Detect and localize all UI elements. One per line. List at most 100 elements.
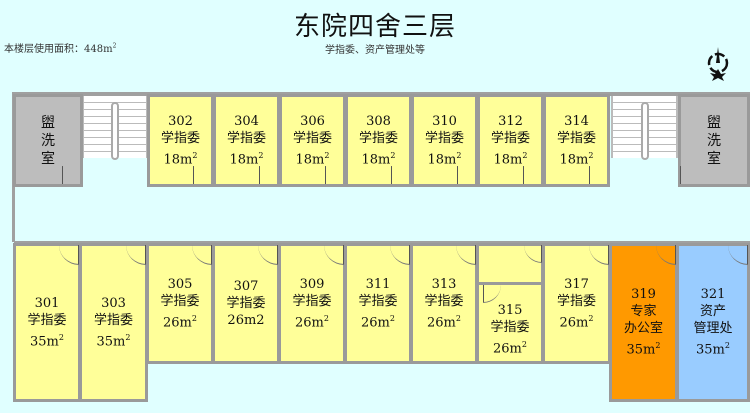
room-label-line: 315 bbox=[497, 303, 523, 319]
room-label-line: 309 bbox=[299, 276, 325, 292]
room-label-line: 35m2 bbox=[30, 332, 64, 350]
room-label-line: 洗 bbox=[41, 132, 55, 149]
superscript: 2 bbox=[389, 313, 395, 323]
room-label-line: 学指委 bbox=[490, 320, 530, 336]
room-label-line: 26m2 bbox=[295, 313, 329, 331]
room-label-line: 307 bbox=[233, 279, 259, 294]
room-label-line: 学指委 bbox=[424, 130, 464, 146]
room-label-line: 317 bbox=[564, 276, 589, 292]
door-icon bbox=[391, 166, 409, 184]
room-label-line: 310 bbox=[432, 113, 457, 129]
room-label-line: 盥 bbox=[41, 114, 55, 131]
floor-area-sup: 2 bbox=[112, 42, 117, 50]
room-label-line: 35m2 bbox=[696, 341, 730, 358]
superscript: 2 bbox=[724, 341, 730, 351]
superscript: 2 bbox=[521, 340, 527, 350]
room-label-line: 18m2 bbox=[559, 150, 594, 168]
superscript: 2 bbox=[655, 341, 661, 351]
room-label-line: 26m2 bbox=[163, 313, 197, 331]
room-label-line: 学指委 bbox=[424, 293, 464, 309]
north-arrow-icon bbox=[707, 47, 729, 81]
superscript: 2 bbox=[455, 313, 461, 323]
page-subtitle: 学指委、资产管理处等 bbox=[325, 45, 425, 56]
door-icon bbox=[589, 166, 607, 184]
superscript: 2 bbox=[456, 150, 462, 160]
right-staircase bbox=[611, 96, 678, 160]
room-label-line: 学指委 bbox=[358, 293, 398, 309]
superscript: 2 bbox=[522, 150, 528, 160]
room-label-line: 洗 bbox=[707, 132, 721, 149]
door-icon bbox=[523, 166, 541, 184]
room-label-line: 26m2 bbox=[361, 313, 395, 331]
superscript: 2 bbox=[58, 332, 64, 342]
room-label-line: 学指委 bbox=[292, 130, 332, 146]
room-label-line: 学指委 bbox=[27, 312, 67, 328]
room-label-line: 学指委 bbox=[490, 130, 530, 146]
room-label-line: 管理处 bbox=[693, 321, 733, 337]
room-label-line: 35m2 bbox=[626, 341, 661, 358]
room-label-line: 26m2 bbox=[493, 340, 527, 357]
superscript: 2 bbox=[390, 150, 396, 160]
room-label-line: 学指委 bbox=[160, 293, 200, 309]
room-label-line: 学指委 bbox=[556, 130, 596, 146]
room-label-line: 312 bbox=[498, 113, 523, 129]
superscript: 2 bbox=[191, 313, 197, 323]
room-label-line: 资产 bbox=[699, 304, 726, 320]
room-label-line: 18m2 bbox=[427, 150, 462, 168]
superscript: 2 bbox=[323, 313, 329, 323]
page-title: 东院四舍三层 bbox=[293, 12, 456, 42]
door-icon bbox=[325, 166, 343, 184]
floor-area-text: 本楼层使用面积：448m bbox=[4, 44, 113, 55]
room-label-line: 306 bbox=[300, 113, 325, 129]
room-label-line: 303 bbox=[101, 295, 126, 311]
room-label-line: 学指委 bbox=[556, 293, 596, 309]
room-label-line: 319 bbox=[631, 287, 656, 303]
room-label-line: 学指委 bbox=[226, 296, 266, 311]
room-label-line: 学指委 bbox=[226, 130, 266, 146]
room-label-line: 学指委 bbox=[93, 312, 133, 328]
door-icon bbox=[259, 166, 277, 184]
room-label-line: 学指委 bbox=[358, 130, 398, 146]
superscript: 2 bbox=[258, 150, 264, 160]
left-staircase bbox=[82, 96, 148, 160]
room-label-line: 302 bbox=[168, 113, 193, 129]
superscript: 2 bbox=[125, 332, 131, 342]
room-307: 307 学指委 26m2 bbox=[212, 243, 280, 364]
room-label-line: 学指委 bbox=[160, 130, 200, 146]
room-label-line: 18m2 bbox=[493, 150, 528, 168]
room-label-line: 308 bbox=[366, 113, 391, 129]
room-label-line: 室 bbox=[41, 150, 55, 167]
room-label-line: 盥 bbox=[707, 114, 721, 131]
room-label-line: 18m2 bbox=[361, 150, 396, 168]
door-icon bbox=[193, 166, 211, 184]
room-label-line: 305 bbox=[167, 276, 193, 292]
room-label-line: 办公室 bbox=[623, 321, 663, 337]
room-label-line: 301 bbox=[34, 295, 60, 311]
room-label-line: 35m2 bbox=[96, 332, 131, 350]
room-label-line: 313 bbox=[431, 276, 457, 292]
floor-area-label: 本楼层使用面积：448m2 bbox=[4, 40, 116, 55]
room-label-line: 学指委 bbox=[292, 293, 332, 309]
room-label-line: 304 bbox=[234, 113, 259, 129]
room-label-line: 专家 bbox=[630, 304, 657, 320]
room-label-line: 18m2 bbox=[295, 150, 330, 168]
room-label-line: 311 bbox=[365, 276, 391, 292]
room-label-line: 18m2 bbox=[229, 150, 264, 168]
room-label-line: 26m2 bbox=[559, 313, 594, 331]
door-icon bbox=[62, 166, 80, 184]
room-label-line: 26m2 bbox=[427, 313, 461, 331]
door-icon bbox=[457, 166, 475, 184]
room-label-line: 314 bbox=[564, 113, 589, 129]
room-label-line: 18m2 bbox=[163, 150, 198, 168]
room-label-line: 321 bbox=[700, 287, 726, 303]
superscript: 2 bbox=[588, 150, 594, 160]
room-label-line: 26m2 bbox=[227, 313, 265, 328]
superscript: 2 bbox=[588, 313, 594, 323]
